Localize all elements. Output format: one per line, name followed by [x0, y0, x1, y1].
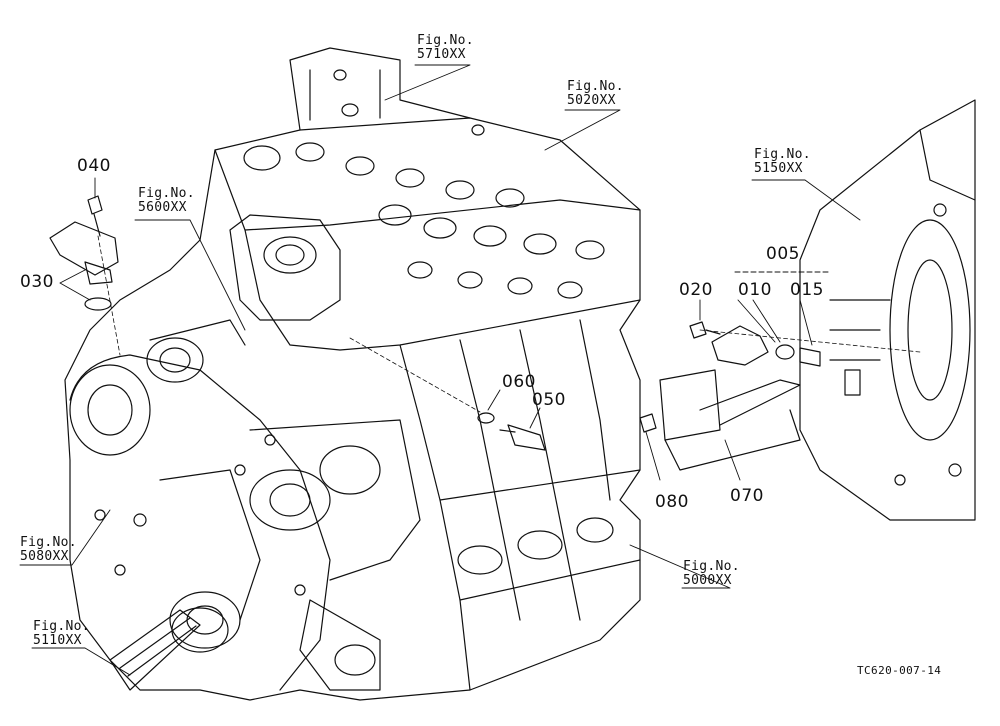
- leader-lines: [19, 64, 861, 676]
- axis-010: [699, 329, 921, 353]
- gear-case: [69, 354, 421, 691]
- part-015: 015: [790, 280, 824, 300]
- sensor-axis-line: [97, 235, 121, 356]
- fig-ref-title: Fig.No.: [138, 186, 195, 201]
- part-040: 040: [77, 156, 111, 176]
- fig-ref-number: 5600XX: [138, 200, 187, 215]
- bracket-070: [659, 369, 801, 471]
- drawing-code: TC620-007-14: [857, 664, 942, 677]
- fig-ref-title: Fig.No.: [754, 147, 811, 162]
- part-080: 080: [655, 492, 689, 512]
- fig-ref-5600: Fig.No. 5600XX: [138, 187, 195, 215]
- fig-ref-5150: Fig.No. 5150XX: [754, 148, 811, 176]
- water-outlet: [146, 214, 341, 383]
- fig-ref-5020: Fig.No. 5020XX: [567, 80, 624, 108]
- axis-050: [349, 337, 481, 413]
- fig-ref-5110: Fig.No. 5110XX: [33, 620, 90, 648]
- head-bolt-holes: [243, 69, 605, 299]
- part-050: 050: [532, 390, 566, 410]
- fig-ref-number: 5110XX: [33, 633, 82, 648]
- crankshaft: [109, 607, 229, 691]
- fig-ref-5080: Fig.No. 5080XX: [20, 536, 77, 564]
- sensor-050: [477, 412, 546, 451]
- part-005: 005: [766, 244, 800, 264]
- fig-ref-title: Fig.No.: [417, 33, 474, 48]
- part-060: 060: [502, 372, 536, 392]
- flywheel-housing: [799, 99, 976, 521]
- fig-ref-5000: Fig.No. 5000XX: [683, 560, 740, 588]
- fig-ref-number: 5000XX: [683, 573, 732, 588]
- part-030: 030: [20, 272, 54, 292]
- part-020: 020: [679, 280, 713, 300]
- fig-ref-title: Fig.No.: [33, 619, 90, 634]
- engine-block: [64, 47, 641, 701]
- fig-ref-title: Fig.No.: [20, 535, 77, 550]
- fig-ref-number: 5020XX: [567, 93, 616, 108]
- fig-ref-title: Fig.No.: [567, 79, 624, 94]
- fig-ref-number: 5080XX: [20, 549, 69, 564]
- sensor-030: [49, 221, 119, 311]
- fig-ref-5710: Fig.No. 5710XX: [417, 34, 474, 62]
- fig-ref-title: Fig.No.: [683, 559, 740, 574]
- fig-ref-number: 5150XX: [754, 161, 803, 176]
- part-070: 070: [730, 486, 764, 506]
- sensor-010: [711, 325, 795, 366]
- fig-ref-number: 5710XX: [417, 47, 466, 62]
- bolt-080: [639, 413, 657, 433]
- bolt-020: [689, 321, 721, 339]
- part-010: 010: [738, 280, 772, 300]
- sleeve-015: [799, 347, 821, 367]
